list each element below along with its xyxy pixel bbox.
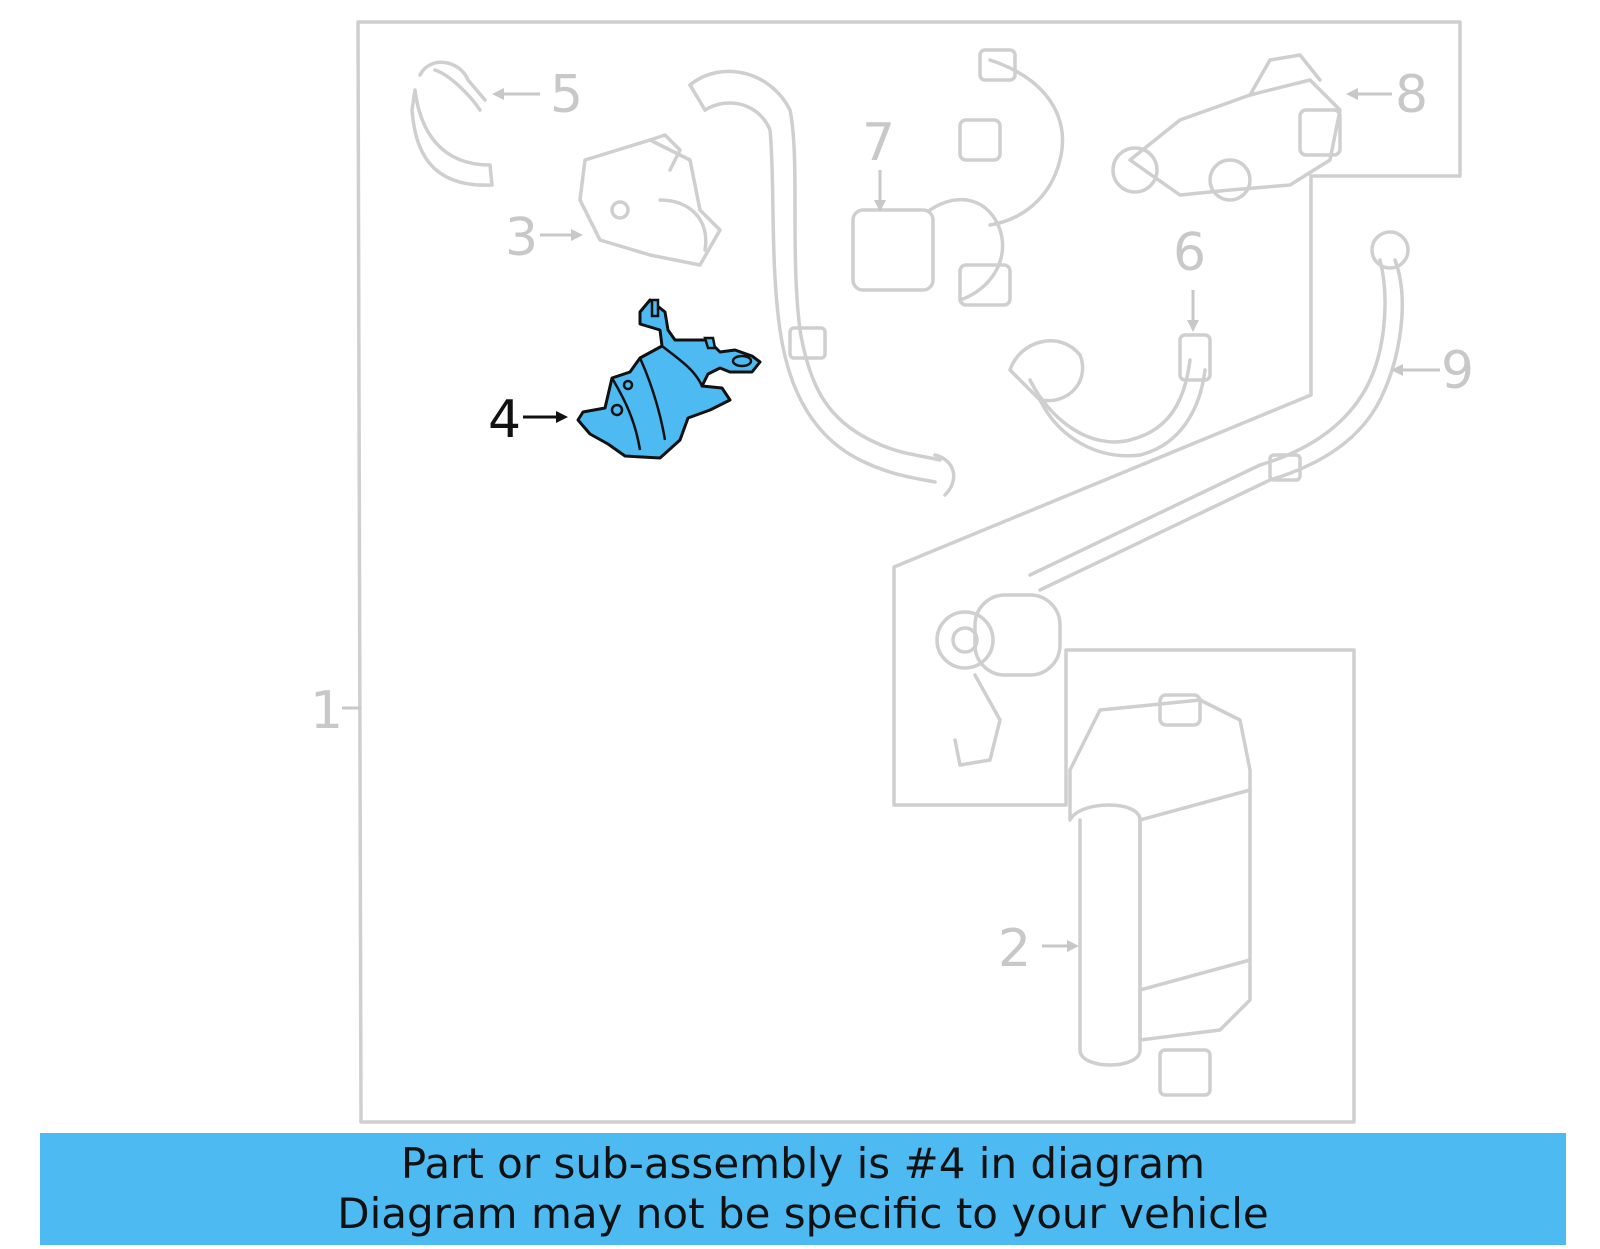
banner-line-1: Part or sub-assembly is #4 in diagram	[400, 1139, 1206, 1188]
callout-4: 4	[488, 390, 521, 450]
callout-7: 7	[862, 113, 895, 173]
assembly-frame	[356, 20, 1462, 1124]
part-2-canister	[1068, 693, 1252, 1097]
callout-9: 9	[1441, 341, 1474, 401]
part-3-pump	[578, 133, 722, 267]
part-6-hose	[1008, 333, 1212, 458]
callout-1: 1	[310, 681, 343, 741]
banner-line-2: Diagram may not be specific to your vehi…	[337, 1189, 1269, 1238]
part-4-bracket	[576, 298, 762, 460]
part-9-pipe	[1028, 230, 1410, 592]
vent-hose	[688, 69, 956, 497]
solenoid	[935, 593, 1062, 767]
info-banner: Part or sub-assembly is #4 in diagram Di…	[40, 1133, 1566, 1245]
part-7-harness	[851, 48, 1065, 307]
callout-8: 8	[1395, 65, 1428, 125]
callout-3: 3	[505, 208, 538, 268]
part-5-hose	[410, 60, 494, 187]
callout-5: 5	[550, 65, 583, 125]
callout-6: 6	[1173, 223, 1206, 283]
parts-diagram: 5 3 4 7 8 6 9 1 2	[310, 20, 1474, 1124]
part-8-valve	[1111, 53, 1342, 202]
callout-2: 2	[998, 919, 1031, 979]
